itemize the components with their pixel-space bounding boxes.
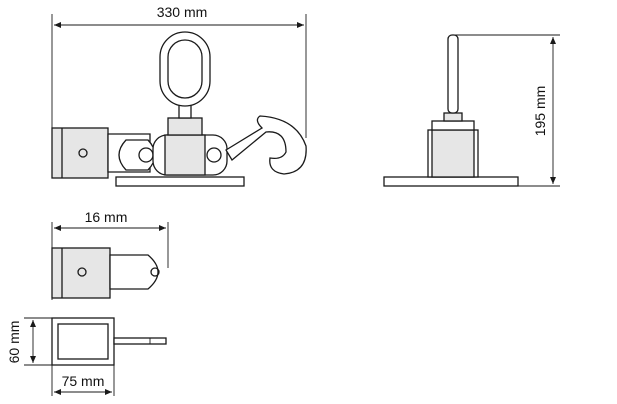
height-dimension-label: 195 mm [532,86,548,137]
hook [225,115,307,175]
bracket-tab-hole [150,267,160,277]
right-pivot-bolt [206,147,222,163]
width-dimension-label: 330 mm [157,4,208,20]
tube-socket [51,127,109,179]
side-view: 195 mm [383,34,560,187]
bracket-tab [109,254,159,290]
bracket-detail: 16 mm [51,209,169,300]
top-tab [113,337,167,345]
side-collar [431,120,475,131]
bracket-socket-hole [77,267,87,277]
bottom-dimension-label: 75 mm [62,373,105,389]
lifting-eye-inner [167,39,203,99]
side-dimension-label: 60 mm [6,321,22,364]
side-base-plate [383,176,519,187]
side-eye-profile [447,34,459,114]
left-pivot-bolt [138,147,154,163]
central-block [164,134,206,176]
side-body-shade [431,129,475,178]
eye-collar [167,117,203,136]
base-plate [115,176,245,187]
bracket-socket [51,247,111,299]
bracket-dimension-label: 16 mm [85,209,128,225]
side-collar-top [443,112,463,122]
socket-bolt-hole [78,148,88,158]
top-socket-inner [57,323,109,360]
front-view: 330 mm [51,4,307,187]
top-view: 60 mm 75 mm [6,317,167,396]
